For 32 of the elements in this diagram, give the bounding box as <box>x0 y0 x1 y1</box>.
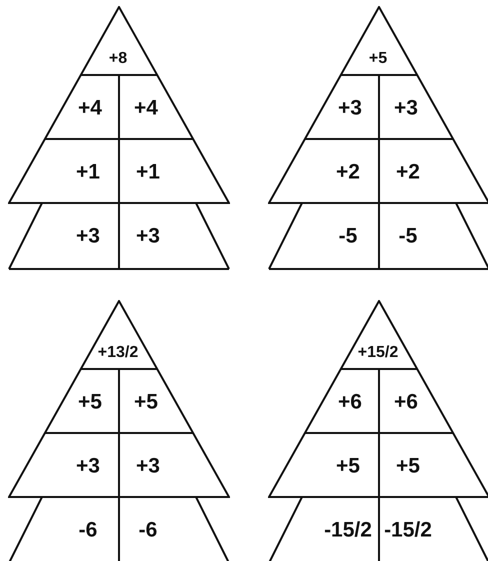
number-label: +15/2 <box>358 345 398 361</box>
number-label: +3 <box>136 456 160 476</box>
number-label: +4 <box>134 98 158 118</box>
number-label: +5 <box>78 392 102 412</box>
number-label: +6 <box>394 392 418 412</box>
tree-outline-drawing <box>8 6 228 268</box>
number-label: +5 <box>368 51 388 67</box>
number-label: -15/2 <box>324 520 372 540</box>
tree-outline-drawing <box>268 6 488 268</box>
number-label: +1 <box>76 162 100 182</box>
number-label: +6 <box>338 392 362 412</box>
number-label: +2 <box>396 162 420 182</box>
number-label: +2 <box>336 162 360 182</box>
number-label: +3 <box>394 98 418 118</box>
tree-outline-drawing <box>268 300 488 561</box>
number-label: +5 <box>336 456 360 476</box>
number-label: -15/2 <box>384 520 432 540</box>
number-label: -5 <box>338 226 358 246</box>
number-label: +4 <box>78 98 102 118</box>
number-label: +1 <box>136 162 160 182</box>
number-label: -6 <box>138 520 158 540</box>
number-label: +3 <box>136 226 160 246</box>
number-label: +8 <box>108 51 128 67</box>
number-label: +3 <box>76 226 100 246</box>
number-label: +5 <box>396 456 420 476</box>
number-label: +13/2 <box>98 345 138 361</box>
number-label: +3 <box>76 456 100 476</box>
number-label: +5 <box>134 392 158 412</box>
number-label: -6 <box>78 520 98 540</box>
tree-outline-drawing <box>8 300 228 561</box>
number-label: -5 <box>398 226 418 246</box>
number-label: +3 <box>338 98 362 118</box>
